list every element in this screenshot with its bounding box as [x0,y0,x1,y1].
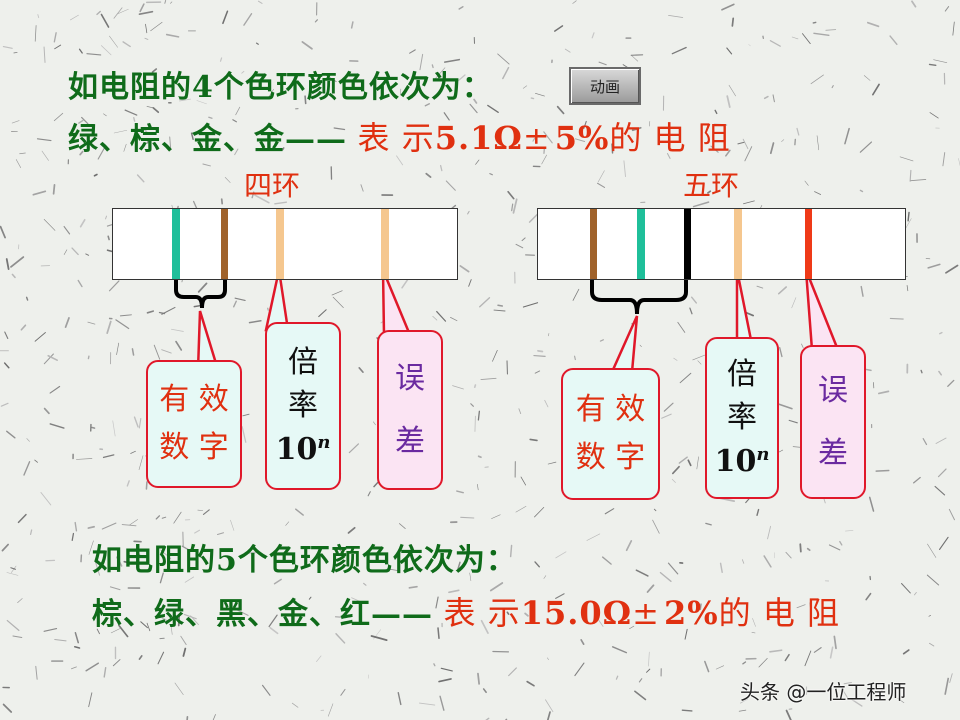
color-band [172,209,180,279]
five-ring-resistor [537,208,906,280]
four-ring-tolerance-callout: 误 差 [377,330,443,490]
four-ring-label: 四环 [244,169,301,202]
example-line-five-ring: 棕、绿、黑、金、红—— 表 示15.0Ω±2%的 电 阻 [92,588,840,634]
intro-line-five-ring: 如电阻的5个色环颜色依次为： [92,543,517,578]
four-ring-digits-callout: 有 效 数 字 [146,360,242,488]
color-band [684,209,691,279]
intro-line-four-ring: 如电阻的4个色环颜色依次为： [68,70,493,105]
tolerance-value: 2% [663,594,719,632]
four-ring-multiplier-callout: 倍 率 10n [265,322,341,490]
result-text: 表 示5.1Ω±5%的 电 阻 [357,119,731,157]
tolerance-value: 5% [554,119,610,157]
resistance-value: 5.1Ω [434,119,523,157]
five-ring-tolerance-callout: 误 差 [800,345,866,499]
result-text: 表 示15.0Ω±2%的 电 阻 [443,594,840,632]
four-ring-resistor [112,208,458,280]
watermark: 头条 @一位工程师 [740,680,907,704]
five-ring-label: 五环 [683,169,740,202]
five-ring-multiplier-callout: 倍 率 10n [705,337,779,499]
ring-count: 5 [216,543,238,578]
animation-button[interactable]: 动画 [569,67,641,105]
color-band [734,209,742,279]
color-band [381,209,389,279]
color-band [805,209,812,279]
multiplier-formula: 10n [275,431,331,467]
five-ring-digits-callout: 有 效 数 字 [561,368,660,500]
color-sequence: 棕、绿、黑、金、红—— [92,597,433,632]
color-band [276,209,284,279]
color-band [221,209,228,279]
ring-count: 4 [192,70,214,105]
example-line-four-ring: 绿、棕、金、金—— 表 示5.1Ω±5%的 电 阻 [68,113,731,159]
multiplier-formula: 10n [714,443,770,479]
color-band [590,209,597,279]
resistance-value: 15.0Ω [520,594,633,632]
color-band [637,209,645,279]
color-sequence: 绿、棕、金、金—— [68,122,347,157]
